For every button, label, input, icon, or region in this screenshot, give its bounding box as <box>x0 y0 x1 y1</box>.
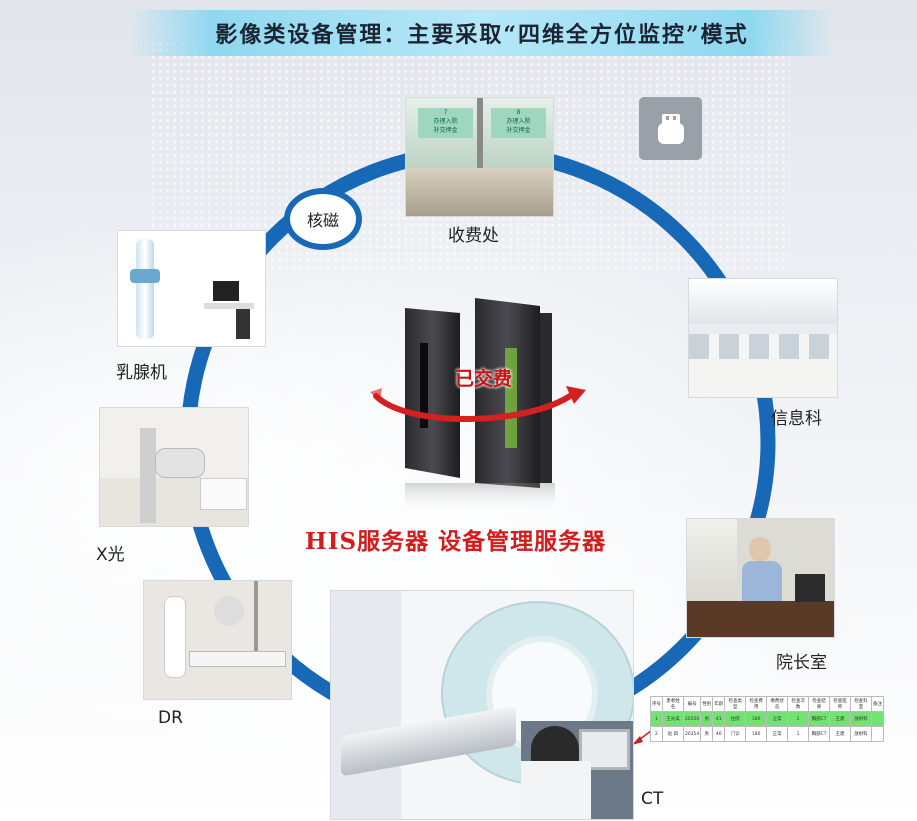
director-photo <box>686 518 835 638</box>
table-cell: 180 <box>745 711 768 727</box>
mri-bubble: 核磁 <box>284 188 362 250</box>
table-cell: 赵 四 <box>661 726 684 742</box>
table-cell: 编号 <box>682 696 702 712</box>
table-cell: 患者姓名 <box>661 696 684 712</box>
table-cell: 男 <box>700 726 714 742</box>
table-cell: 放射科 <box>849 726 872 742</box>
table-pointer-arrow <box>632 736 643 745</box>
table-cell: 20350 <box>682 711 702 727</box>
server-right-side <box>540 313 552 483</box>
dr-photo <box>143 580 292 700</box>
table-cell: 备注 <box>870 696 885 712</box>
table-cell: 胸部CT <box>808 711 831 727</box>
server-left <box>405 308 460 478</box>
table-cell: 检查费用 <box>745 696 768 712</box>
cashier-label: 收费处 <box>448 226 499 246</box>
table-cell: 胸部CT <box>808 726 831 742</box>
table-cell: 检查类型 <box>724 696 747 712</box>
paid-label: 已交费 <box>455 368 513 390</box>
usb-key-icon <box>639 97 702 160</box>
table-cell: 男 <box>700 711 714 727</box>
table-cell: 正常 <box>766 711 789 727</box>
info-dept-photo <box>688 278 838 398</box>
table-cell: 检查结果 <box>808 696 831 712</box>
table-cell: 1 <box>650 711 663 727</box>
patient-table: 序号患者姓名编号性别年龄检查类型检查费用缴费状态检查次数检查结果检查医师检查科室… <box>650 696 885 742</box>
table-cell: 性别 <box>700 696 714 712</box>
director-label: 院长室 <box>776 653 827 673</box>
table-header-row: 序号患者姓名编号性别年龄检查类型检查费用缴费状态检查次数检查结果检查医师检查科室… <box>650 696 885 712</box>
table-cell: 门诊 <box>724 726 747 742</box>
table-cell: 住院 <box>724 711 747 727</box>
xray-photo <box>99 407 249 527</box>
ct-photo <box>330 590 634 820</box>
table-cell: 检查科室 <box>849 696 872 712</box>
table-cell: 46 <box>712 726 726 742</box>
table-cell: 2 <box>650 726 663 742</box>
table-cell: 1 <box>787 726 810 742</box>
mri-label: 核磁 <box>306 211 339 230</box>
table-cell: 20354 <box>682 726 702 742</box>
table-cell: 180 <box>745 726 768 742</box>
mammo-label: 乳腺机 <box>116 363 167 383</box>
table-cell: 王光美 <box>661 711 684 727</box>
server-label: HIS服务器 设备管理服务器 <box>305 528 607 555</box>
server-left-slot <box>420 343 428 428</box>
table-cell: 1 <box>787 711 810 727</box>
xray-label: X光 <box>96 545 125 565</box>
table-cell <box>870 726 885 742</box>
server-reflection <box>405 483 555 513</box>
dr-label: DR <box>158 708 183 728</box>
table-cell: 41 <box>712 711 726 727</box>
title-banner: 影像类设备管理：主要采取“四维全方位监控”模式 <box>128 10 836 56</box>
table-cell: 检查医师 <box>829 696 851 712</box>
table-cell: 正常 <box>766 726 789 742</box>
ct-label: CT <box>641 789 664 809</box>
table-cell: 放射科 <box>849 711 872 727</box>
server-right-light <box>505 348 517 448</box>
page-title: 影像类设备管理：主要采取“四维全方位监控”模式 <box>215 22 749 48</box>
table-cell: 年龄 <box>712 696 726 712</box>
table-cell: 序号 <box>650 696 663 712</box>
table-cell: 缴费状态 <box>766 696 789 712</box>
table-cell <box>870 711 885 727</box>
mammo-photo <box>117 230 266 347</box>
table-cell: 王建 <box>829 711 851 727</box>
table-cell: 王建 <box>829 726 851 742</box>
info-dept-label: 信息科 <box>771 409 822 429</box>
paid-arrow <box>370 386 586 422</box>
table-cell: 检查次数 <box>787 696 810 712</box>
server-cabinets <box>405 298 555 513</box>
